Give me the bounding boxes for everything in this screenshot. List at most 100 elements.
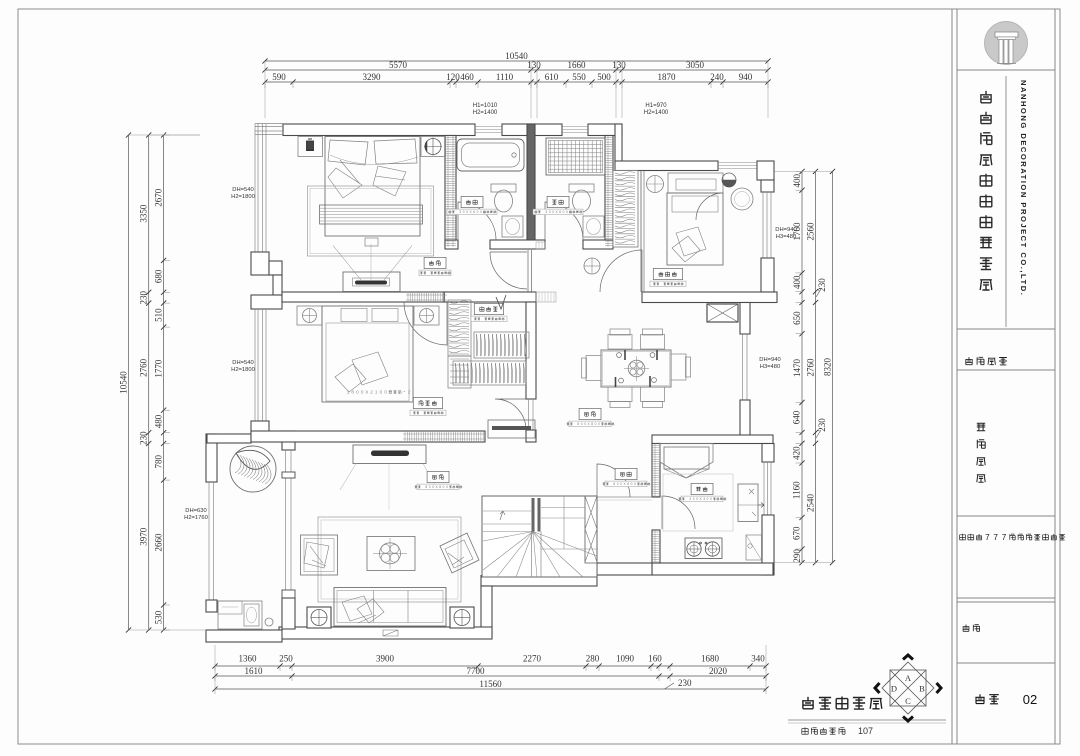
svg-text:0: 0 bbox=[707, 497, 709, 501]
svg-text:A: A bbox=[905, 673, 912, 683]
svg-text:460: 460 bbox=[460, 72, 474, 82]
svg-text:2270: 2270 bbox=[523, 654, 542, 664]
svg-text:10540: 10540 bbox=[118, 371, 128, 394]
svg-text:H2=1400: H2=1400 bbox=[473, 110, 498, 116]
svg-text:DH=940: DH=940 bbox=[759, 357, 780, 363]
svg-text:X: X bbox=[365, 390, 368, 395]
svg-text:0: 0 bbox=[480, 210, 482, 214]
svg-text:8: 8 bbox=[591, 422, 593, 426]
svg-text:0: 0 bbox=[631, 482, 633, 486]
svg-text:0: 0 bbox=[356, 390, 359, 395]
svg-text:2660: 2660 bbox=[153, 533, 163, 552]
svg-text:0: 0 bbox=[446, 485, 448, 489]
svg-text:X: X bbox=[470, 210, 473, 214]
svg-text:0: 0 bbox=[432, 485, 434, 489]
svg-text:0: 0 bbox=[384, 390, 387, 395]
svg-text:3: 3 bbox=[703, 497, 705, 501]
svg-text:DH=940: DH=940 bbox=[775, 227, 796, 233]
svg-text:DH=630: DH=630 bbox=[185, 508, 206, 514]
svg-text:420: 420 bbox=[792, 446, 802, 460]
svg-text:B: B bbox=[919, 684, 925, 694]
svg-text:500: 500 bbox=[597, 72, 611, 82]
svg-text:480: 480 bbox=[153, 414, 163, 428]
svg-text:250: 250 bbox=[279, 654, 293, 664]
svg-text:5570: 5570 bbox=[389, 60, 408, 70]
svg-text:2: 2 bbox=[408, 390, 411, 395]
svg-text:780: 780 bbox=[153, 455, 163, 469]
svg-text:0: 0 bbox=[595, 422, 597, 426]
svg-text:640: 640 bbox=[792, 410, 802, 424]
svg-text:1610: 1610 bbox=[245, 666, 264, 676]
svg-text:NANHONG DECORATION PROJECT CO.: NANHONG DECORATION PROJECT CO.,LTD. bbox=[1019, 80, 1028, 296]
svg-text:590: 590 bbox=[272, 72, 286, 82]
svg-text:230: 230 bbox=[139, 290, 149, 304]
svg-text:550: 550 bbox=[572, 72, 586, 82]
svg-text:7: 7 bbox=[993, 533, 998, 542]
svg-text:610: 610 bbox=[545, 72, 559, 82]
svg-text:7: 7 bbox=[985, 533, 990, 542]
svg-text:H2=1800: H2=1800 bbox=[231, 367, 255, 373]
svg-text:1: 1 bbox=[375, 390, 378, 395]
svg-text:3: 3 bbox=[459, 210, 461, 214]
svg-text:H1=970: H1=970 bbox=[645, 103, 667, 109]
svg-text:290: 290 bbox=[792, 549, 802, 563]
svg-text:670: 670 bbox=[792, 526, 802, 540]
svg-text:2020: 2020 bbox=[709, 666, 728, 676]
svg-text:2560: 2560 bbox=[805, 222, 815, 241]
svg-text:0: 0 bbox=[710, 497, 712, 501]
svg-text:8: 8 bbox=[439, 485, 441, 489]
svg-text:3: 3 bbox=[689, 497, 691, 501]
svg-text:2670: 2670 bbox=[153, 188, 163, 207]
svg-text:280: 280 bbox=[586, 654, 600, 664]
svg-text:DH=540: DH=540 bbox=[232, 187, 253, 193]
svg-text:8: 8 bbox=[627, 482, 629, 486]
svg-text:6: 6 bbox=[559, 210, 561, 214]
svg-text:1680: 1680 bbox=[701, 654, 720, 664]
svg-text:0: 0 bbox=[466, 210, 468, 214]
svg-text:8: 8 bbox=[425, 485, 427, 489]
svg-text:0: 0 bbox=[429, 485, 431, 489]
svg-text:120: 120 bbox=[446, 72, 460, 82]
svg-text:X: X bbox=[436, 485, 439, 489]
svg-text:1870: 1870 bbox=[658, 72, 677, 82]
svg-text:DH=540: DH=540 bbox=[232, 360, 253, 366]
svg-text:530: 530 bbox=[153, 610, 163, 624]
svg-text:1760: 1760 bbox=[792, 222, 802, 241]
svg-text:3290: 3290 bbox=[363, 72, 382, 82]
svg-text:0: 0 bbox=[696, 497, 698, 501]
svg-text:130: 130 bbox=[527, 60, 541, 70]
svg-text:0: 0 bbox=[477, 210, 479, 214]
svg-text:1660: 1660 bbox=[568, 60, 587, 70]
svg-text:0: 0 bbox=[380, 390, 383, 395]
svg-text:1360: 1360 bbox=[239, 654, 258, 664]
svg-text:1470: 1470 bbox=[792, 359, 802, 378]
svg-text:0: 0 bbox=[598, 422, 600, 426]
svg-text:3050: 3050 bbox=[686, 60, 705, 70]
svg-text:400: 400 bbox=[792, 275, 802, 289]
svg-text:230: 230 bbox=[817, 278, 827, 292]
svg-text:0: 0 bbox=[581, 422, 583, 426]
svg-text:0: 0 bbox=[563, 210, 565, 214]
svg-text:1110: 1110 bbox=[496, 72, 514, 82]
svg-text:H2=1760: H2=1760 bbox=[184, 515, 208, 521]
svg-text:H2=1800: H2=1800 bbox=[231, 194, 255, 200]
svg-text:680: 680 bbox=[153, 269, 163, 283]
svg-text:0: 0 bbox=[693, 497, 695, 501]
svg-text:230: 230 bbox=[139, 431, 149, 445]
svg-text:0: 0 bbox=[617, 482, 619, 486]
svg-text:230: 230 bbox=[817, 418, 827, 432]
svg-text:0: 0 bbox=[566, 210, 568, 214]
svg-text:11560: 11560 bbox=[479, 679, 502, 689]
svg-text:8320: 8320 bbox=[822, 358, 832, 377]
svg-text:X: X bbox=[624, 482, 627, 486]
svg-text:0: 0 bbox=[634, 482, 636, 486]
svg-text:2: 2 bbox=[370, 390, 373, 395]
svg-text:D: D bbox=[891, 684, 897, 694]
svg-text:8: 8 bbox=[351, 390, 354, 395]
svg-text:6: 6 bbox=[473, 210, 475, 214]
svg-text:02: 02 bbox=[1023, 692, 1037, 707]
svg-text:*: * bbox=[404, 390, 406, 395]
svg-text:1090: 1090 bbox=[616, 654, 635, 664]
svg-text:940: 940 bbox=[739, 72, 753, 82]
svg-text:0: 0 bbox=[443, 485, 445, 489]
